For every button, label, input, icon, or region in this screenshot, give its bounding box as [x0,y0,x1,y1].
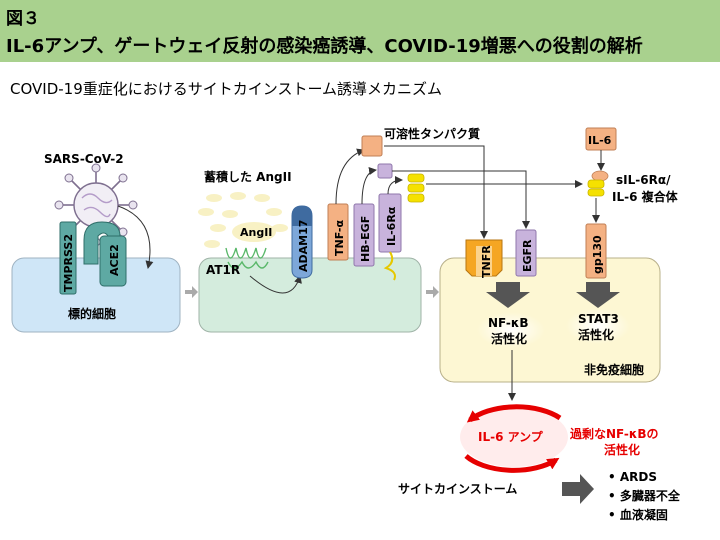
outcome-ards: • ARDS [608,470,657,484]
outcome-coagulation: • 血液凝固 [608,507,668,522]
angii-label: AngII [240,226,272,239]
nfkb-label-line2: 活性化 [491,331,527,346]
excess-nfkb-label-line1: 過剰なNF-κBの [569,426,659,441]
complex-label-line2: IL-6 複合体 [612,189,679,204]
cell-transition-arrow-1 [185,286,198,298]
tnfr-label: TNFR [480,245,493,278]
accumulated-angii-label: 蓄積した AngII [204,169,292,184]
complex-label-line1: sIL-6Rα/ [616,173,671,187]
egfr-label: EGFR [521,239,534,272]
outcome-multiorgan: • 多臓器不全 [608,488,681,503]
diagram-subtitle: COVID-19重症化におけるサイトカインストーム誘導メカニズム [10,80,443,98]
target-cell-label: 標的細胞 [68,306,116,321]
sil6ra-il6-complex [587,170,609,197]
ace2-label: ACE2 [108,244,121,276]
header-banner: 図３ IL-6アンプ、ゲートウェイ反射の感染癌誘導、COVID-19増悪への役割… [0,0,720,62]
tmprss2-label: TMPRSS2 [62,234,75,292]
ace2-receptor: ACE2 [83,221,127,287]
non-immune-cell-label: 非免疫細胞 [584,362,644,377]
virus-label: SARS-CoV-2 [44,152,124,166]
gp130-receptor: gp130 [585,223,607,279]
figure-title: IL-6アンプ、ゲートウェイ反射の感染癌誘導、COVID-19増悪への役割の解析 [6,36,643,57]
hbegf-label: HB-EGF [359,216,372,262]
soluble-protein-label: 可溶性タンパク質 [384,126,480,141]
soluble-tnfa [361,135,383,157]
angii-highlight: AngII [232,222,276,242]
nfkb-glow [477,312,545,348]
storm-outcome-arrow [562,474,594,504]
at1r-to-adam17-arrow [249,275,302,294]
gp130-label: gp130 [591,235,604,274]
excess-nfkb-label-line2: 活性化 [604,442,640,457]
tnfa-shed-arrow [335,148,365,205]
cytokine-storm-label: サイトカインストーム [398,482,517,496]
il6ra-receptor: IL-6Rα [378,193,402,281]
figure-label: 図３ [6,9,40,29]
il6ra-label: IL-6Rα [385,206,398,246]
nfkb-signal-arrow [486,282,530,308]
il6-amp-cycle [460,404,568,473]
stat3-signal-arrow [576,282,620,308]
at1r-label: AT1R [206,263,240,277]
tnfa-to-tnfr-arrow [384,145,488,239]
virus-entry-arrow [117,205,154,269]
egfr-receptor: EGFR [515,229,537,277]
at1r-receptor [225,247,269,269]
tmprss2-receptor: TMPRSS2 [59,221,77,295]
hbegf-to-egfr-arrow [392,170,530,229]
soluble-il6ra [407,173,425,203]
hbegf-precursor: HB-EGF [353,203,375,267]
adam17-label: ADAM17 [297,220,310,272]
stat3-label-line2: 活性化 [578,327,614,342]
tnfr-receptor: TNFR [465,239,503,278]
stat3-label-line1: STAT3 [578,312,619,326]
il6ra-shed-arrow [387,176,403,195]
stat3-glow [566,308,630,344]
tnfa-precursor: TNF-α [327,203,349,261]
il6-amp-label: IL-6 アンプ [478,429,544,444]
nfkb-label-line1: NF-κB [488,316,529,330]
soluble-hbegf [377,163,393,179]
hbegf-shed-arrow [361,167,377,205]
angii-molecules [198,192,288,248]
adam17-enzyme: ADAM17 [291,205,313,279]
cell-transition-arrow-2 [426,286,439,298]
tnfa-label: TNF-α [333,220,346,256]
il6-label: IL-6 [588,134,612,147]
